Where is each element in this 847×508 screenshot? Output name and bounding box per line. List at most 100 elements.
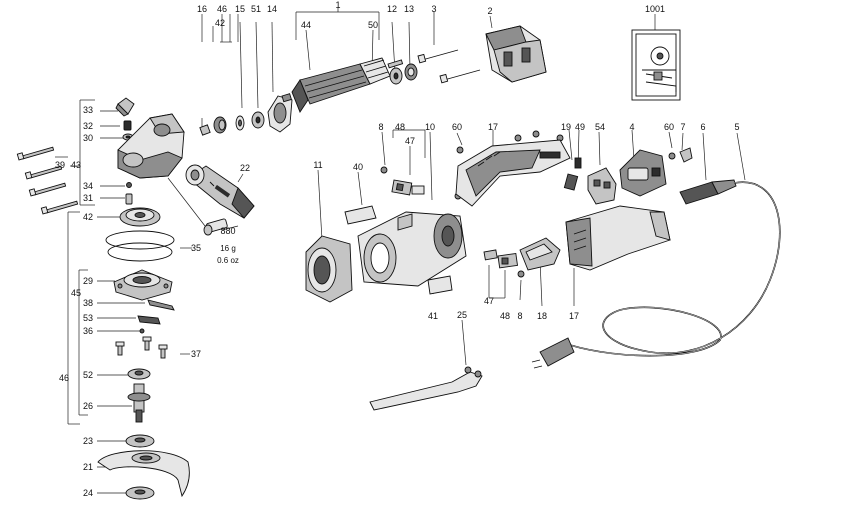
label-60-right: 60 bbox=[664, 122, 674, 132]
part-41-label bbox=[427, 275, 453, 295]
part-7-cable-clamp bbox=[679, 147, 693, 163]
part-48-brush-holder-upper bbox=[391, 179, 413, 196]
part-42-gear bbox=[213, 116, 227, 134]
label-42-left: 42 bbox=[83, 212, 93, 222]
label-48-lower: 48 bbox=[500, 311, 510, 321]
label-46-left: 46 bbox=[59, 373, 69, 383]
label-21: 21 bbox=[83, 462, 93, 472]
part-31-screw bbox=[125, 193, 133, 205]
label-36: 36 bbox=[83, 326, 93, 336]
label-11: 11 bbox=[313, 160, 322, 170]
part-12-bearing bbox=[389, 67, 403, 85]
part-1-armature bbox=[281, 57, 404, 113]
part-34-pin bbox=[126, 182, 132, 188]
part-36-pin bbox=[139, 328, 145, 334]
label-3: 3 bbox=[431, 4, 436, 14]
label-880: 880 bbox=[220, 226, 235, 236]
label-33: 33 bbox=[83, 105, 93, 115]
callout-labels: 16 46 42 15 51 14 1 44 50 12 13 3 2 1001… bbox=[55, 0, 740, 498]
label-46-top: 46 bbox=[217, 4, 227, 14]
label-26: 26 bbox=[83, 401, 93, 411]
label-29: 29 bbox=[83, 276, 93, 286]
part-19-switch bbox=[563, 173, 579, 191]
label-43: 43 bbox=[71, 160, 81, 170]
label-37: 37 bbox=[191, 349, 201, 359]
part-21-wheel-guard bbox=[97, 450, 190, 498]
part-54-electronic-module bbox=[587, 167, 617, 205]
part-8-screw-upper bbox=[380, 166, 388, 174]
label-19: 19 bbox=[561, 122, 571, 132]
label-1: 1 bbox=[335, 0, 340, 10]
label-49: 49 bbox=[575, 122, 585, 132]
label-54: 54 bbox=[595, 122, 605, 132]
label-38: 38 bbox=[83, 298, 93, 308]
grease-weight-grams: 16 g bbox=[220, 244, 236, 253]
label-48-upper: 48 bbox=[395, 122, 405, 132]
label-8-lower: 8 bbox=[517, 311, 522, 321]
label-41: 41 bbox=[428, 311, 438, 321]
part-8-screw-lower bbox=[517, 270, 525, 278]
label-16: 16 bbox=[197, 4, 207, 14]
part-29-bearing-plate bbox=[113, 269, 173, 301]
label-14: 14 bbox=[267, 4, 277, 14]
label-8-upper: 8 bbox=[378, 122, 383, 132]
label-4: 4 bbox=[629, 122, 634, 132]
label-60-left: 60 bbox=[452, 122, 462, 132]
part-47-brush-upper bbox=[411, 185, 425, 195]
part-47-brush-lower bbox=[483, 249, 498, 261]
label-34: 34 bbox=[83, 181, 93, 191]
part-42-bearing-flange bbox=[119, 207, 161, 227]
part-51-bearing bbox=[251, 111, 265, 129]
label-7: 7 bbox=[680, 122, 685, 132]
label-25: 25 bbox=[457, 310, 467, 320]
part-25-spanner-wrench bbox=[369, 366, 483, 411]
label-30: 30 bbox=[83, 133, 93, 143]
label-39: 39 bbox=[55, 160, 65, 170]
label-13: 13 bbox=[404, 4, 414, 14]
label-53: 53 bbox=[83, 313, 93, 323]
part-52-bearing bbox=[127, 368, 151, 380]
label-40: 40 bbox=[353, 162, 363, 172]
grease-weight-ounces: 0.6 oz bbox=[217, 256, 239, 265]
label-18: 18 bbox=[537, 311, 547, 321]
part-22-side-handle bbox=[185, 164, 255, 219]
label-45: 45 bbox=[71, 288, 81, 298]
part-48-brush-holder-lower bbox=[497, 252, 519, 269]
label-47-upper: 47 bbox=[405, 136, 415, 146]
part-15-washer bbox=[235, 115, 245, 131]
label-10: 10 bbox=[425, 122, 435, 132]
part-40-label bbox=[344, 205, 377, 225]
part-3-screws bbox=[417, 49, 481, 84]
label-42-top: 42 bbox=[215, 18, 225, 28]
label-5: 5 bbox=[734, 122, 739, 132]
part-16-nut bbox=[199, 124, 211, 136]
part-39-screws bbox=[16, 146, 79, 215]
part-38-lever bbox=[147, 299, 175, 311]
label-31: 31 bbox=[83, 193, 93, 203]
part-24-clamping-nut bbox=[125, 486, 155, 500]
part-33-lock-button bbox=[115, 97, 135, 117]
label-44: 44 bbox=[301, 20, 311, 30]
part-17-handle-half-lower bbox=[565, 205, 671, 271]
leader-lines bbox=[55, 8, 746, 494]
label-22: 22 bbox=[240, 163, 250, 173]
part-5-power-cable bbox=[531, 181, 781, 369]
part-43-gear-housing bbox=[117, 113, 185, 179]
part-880-grease-tube bbox=[203, 218, 228, 236]
label-12: 12 bbox=[387, 4, 397, 14]
part-60-screw-right bbox=[668, 152, 676, 160]
label-51: 51 bbox=[251, 4, 261, 14]
part-2-field-coil bbox=[485, 25, 547, 83]
label-50: 50 bbox=[368, 20, 378, 30]
part-23-flange bbox=[125, 434, 155, 448]
part-35-o-rings bbox=[105, 230, 175, 262]
label-15: 15 bbox=[235, 4, 245, 14]
label-1001: 1001 bbox=[645, 4, 665, 14]
part-26-spindle bbox=[127, 383, 151, 423]
part-10-motor-housing bbox=[357, 211, 467, 287]
label-52: 52 bbox=[83, 370, 93, 380]
part-18-cover bbox=[519, 237, 561, 271]
label-32: 32 bbox=[83, 121, 93, 131]
